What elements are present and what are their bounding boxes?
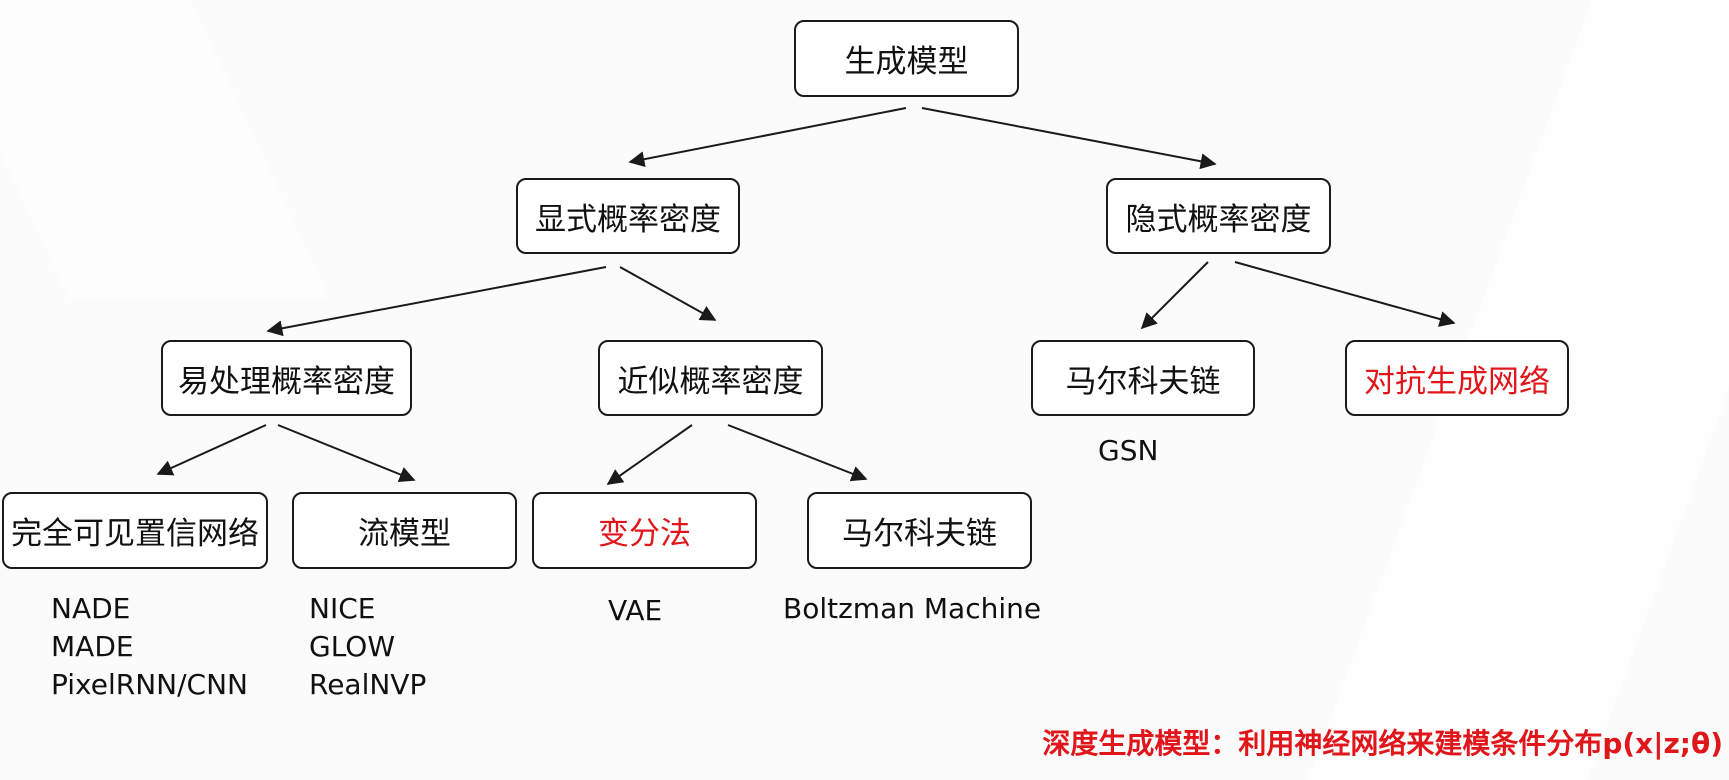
- node-approx-markov-chain: 马尔科夫链: [807, 492, 1032, 569]
- edge-implicit-markov: [1140, 261, 1209, 330]
- example-item: MADE: [51, 630, 134, 663]
- node-tractable-density: 易处理概率密度: [161, 340, 412, 416]
- example-item: GSN: [1098, 434, 1159, 467]
- node-root: 生成模型: [794, 20, 1019, 97]
- edge-explicit-approx: [619, 266, 717, 321]
- edge-implicit-gan: [1234, 261, 1456, 327]
- node-implicit-density: 隐式概率密度: [1106, 178, 1331, 254]
- node-variational: 变分法: [532, 492, 757, 569]
- example-item: Boltzman Machine: [783, 592, 1042, 625]
- example-item: NICE: [309, 592, 376, 625]
- node-implicit-markov-chain: 马尔科夫链: [1031, 340, 1255, 416]
- caption: 深度生成模型：利用神经网络来建模条件分布p(x|z;θ): [1042, 727, 1723, 760]
- edge-tractable-fvbn: [156, 424, 267, 476]
- edge-approx-variational: [606, 424, 693, 485]
- examples-variational: VAE: [608, 592, 662, 630]
- node-fvbn: 完全可见置信网络: [2, 492, 268, 569]
- edge-root-implicit: [921, 107, 1217, 170]
- node-approx-density: 近似概率密度: [598, 340, 823, 416]
- node-gan: 对抗生成网络: [1345, 340, 1569, 416]
- edge-approx-markov: [727, 424, 868, 482]
- examples-fvbn: NADE MADE PixelRNN/CNN: [51, 590, 248, 704]
- example-item: PixelRNN/CNN: [51, 668, 248, 701]
- node-flow-model: 流模型: [292, 492, 517, 569]
- edge-root-explicit: [628, 107, 907, 168]
- example-item: RealNVP: [309, 668, 427, 701]
- examples-flow: NICE GLOW RealNVP: [309, 590, 426, 704]
- examples-approx-markov: Boltzman Machine: [783, 590, 1041, 628]
- edge-tractable-flow: [277, 424, 416, 483]
- node-explicit-density: 显式概率密度: [516, 178, 740, 254]
- example-item: VAE: [608, 594, 663, 627]
- edge-explicit-tractable: [266, 266, 607, 337]
- example-item: NADE: [51, 592, 131, 625]
- examples-implicit-markov: GSN: [1098, 432, 1158, 470]
- example-item: GLOW: [309, 630, 396, 663]
